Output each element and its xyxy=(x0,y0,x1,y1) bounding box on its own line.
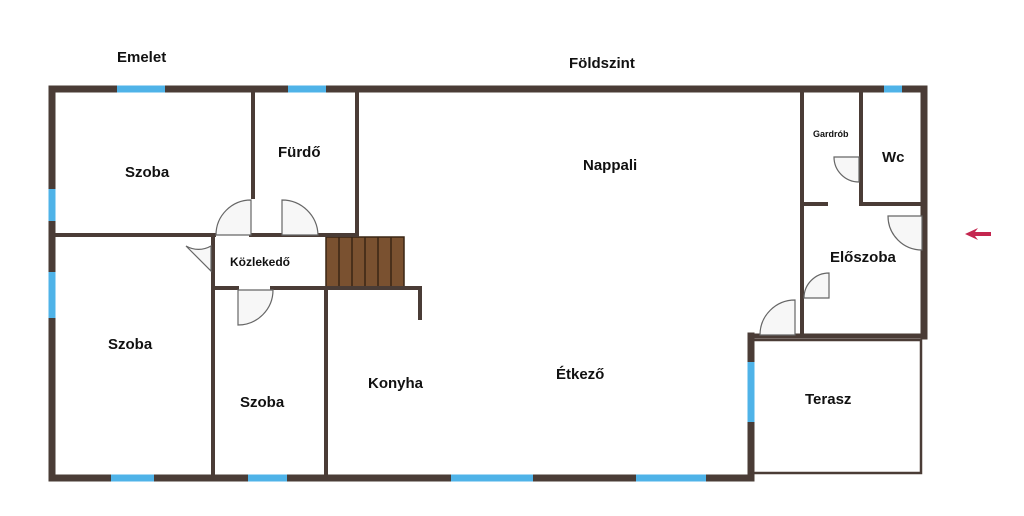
terrace-railing xyxy=(749,338,923,475)
room-label-nappali: Nappali xyxy=(583,157,638,174)
entrance-arrow-icon xyxy=(965,228,991,240)
door-szoba-left[interactable] xyxy=(185,244,212,273)
windows xyxy=(48,85,902,482)
door-entrance[interactable] xyxy=(887,215,923,251)
room-label-eloszoba: Előszoba xyxy=(830,249,896,266)
room-label-wc: Wc xyxy=(882,149,905,166)
room-label-szoba-left: Szoba xyxy=(108,336,153,353)
staircase xyxy=(325,236,405,288)
room-label-etkezo: Étkező xyxy=(556,366,605,383)
heading-ground-floor: Földszint xyxy=(569,55,635,72)
room-label-gardrob: Gardrób xyxy=(813,129,849,139)
doors xyxy=(185,156,923,336)
door-szoba-top[interactable] xyxy=(215,199,252,236)
room-label-terasz: Terasz xyxy=(805,391,852,408)
door-furdo[interactable] xyxy=(281,199,319,236)
door-gardrob[interactable] xyxy=(833,156,860,183)
room-label-konyha: Konyha xyxy=(368,375,424,392)
room-label-kozlekedo: Közlekedő xyxy=(230,255,291,269)
door-szoba-small[interactable] xyxy=(237,289,274,326)
room-label-szoba-small: Szoba xyxy=(240,394,285,411)
room-label-furdo: Fürdő xyxy=(278,144,321,161)
walls xyxy=(48,85,928,482)
room-label-szoba-top: Szoba xyxy=(125,164,170,181)
door-living[interactable] xyxy=(759,299,796,336)
door-eloszoba[interactable] xyxy=(803,272,830,299)
heading-upper-floor: Emelet xyxy=(117,49,167,66)
